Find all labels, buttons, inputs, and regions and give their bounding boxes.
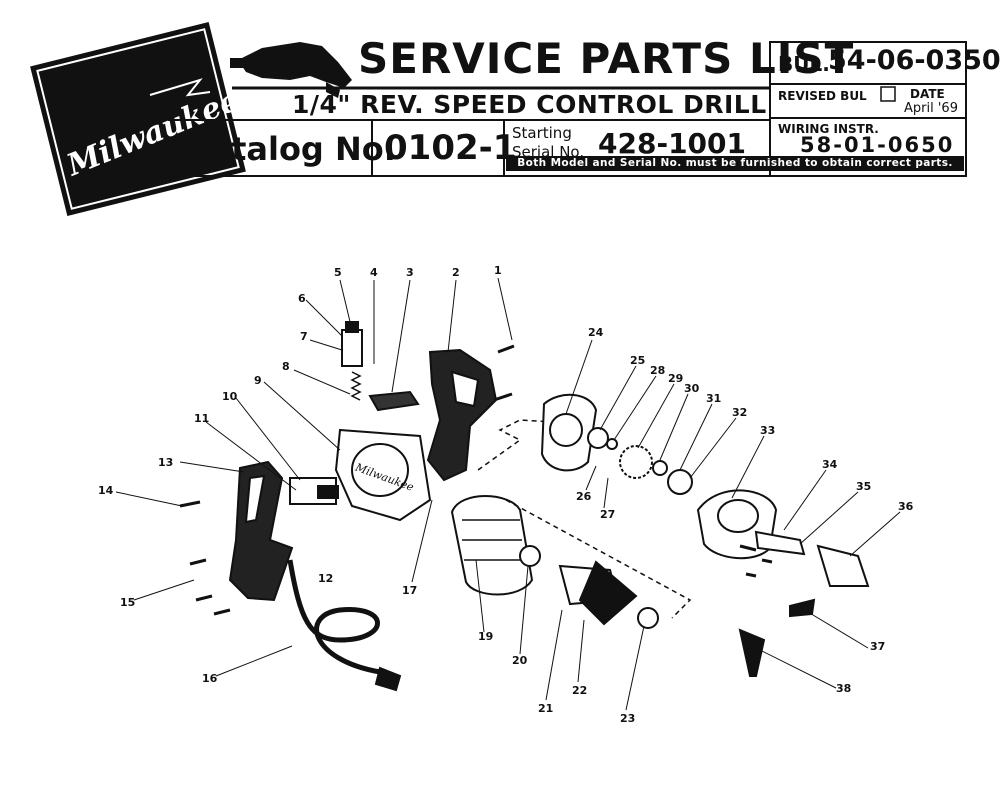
callout-20: 20 (512, 654, 528, 667)
callout-21: 21 (538, 702, 554, 715)
callout-31: 31 (706, 392, 722, 405)
callout-29: 29 (668, 372, 684, 385)
revised-bulletin-label: REVISED BUL (778, 89, 867, 103)
callout-25: 25 (630, 354, 646, 367)
wiring-instructions-number: 58-01-0650 (800, 133, 955, 157)
callout-35: 35 (856, 480, 872, 493)
callout-27: 27 (600, 508, 616, 521)
wiring-instructions-label: WIRING INSTR. (778, 122, 879, 136)
callout-12: 12 (318, 572, 334, 585)
callout-30: 30 (684, 382, 700, 395)
callout-9: 9 (254, 374, 262, 387)
callout-11: 11 (194, 412, 210, 425)
callout-13: 13 (158, 456, 174, 469)
product-subtitle: 1/4" REV. SPEED CONTROL DRILL (292, 90, 767, 119)
callout-3: 3 (406, 266, 414, 279)
notice-bar: Both Model and Serial No. must be furnis… (506, 156, 964, 171)
starting-label: Starting (512, 124, 572, 142)
revised-checkbox (880, 86, 896, 102)
callout-32: 32 (732, 406, 748, 419)
callout-1: 1 (494, 264, 502, 277)
serial-number: 428-1001 (598, 127, 746, 160)
callout-16: 16 (202, 672, 218, 685)
callout-23: 23 (620, 712, 636, 725)
callout-10: 10 (222, 390, 238, 403)
bulletin-label: BUL. (778, 52, 830, 76)
callout-7: 7 (300, 330, 308, 343)
callout-19: 19 (478, 630, 494, 643)
callout-22: 22 (572, 684, 588, 697)
callout-36: 36 (898, 500, 914, 513)
callout-28: 28 (650, 364, 666, 377)
callout-17: 17 (402, 584, 418, 597)
callout-8: 8 (282, 360, 290, 373)
catalog-number: 0102-1 (384, 128, 517, 168)
callout-34: 34 (822, 458, 838, 471)
document-title: SERVICE PARTS LIST (358, 34, 855, 83)
callout-14: 14 (98, 484, 114, 497)
callout-38: 38 (836, 682, 852, 695)
callout-33: 33 (760, 424, 776, 437)
callout-37: 37 (870, 640, 886, 653)
callout-6: 6 (298, 292, 306, 305)
date-label: DATE (910, 87, 945, 101)
callout-26: 26 (576, 490, 592, 503)
milwaukee-logo: Milwaukee (30, 22, 246, 216)
callout-2: 2 (452, 266, 460, 279)
callout-24: 24 (588, 326, 604, 339)
lightning-bolt-icon (149, 78, 211, 97)
callout-5: 5 (334, 266, 342, 279)
callout-15: 15 (120, 596, 136, 609)
drill-header-illustration (230, 42, 352, 98)
catalog-label: Catalog No. (186, 130, 396, 168)
date-value: April '69 (904, 101, 958, 116)
callout-4: 4 (370, 266, 378, 279)
bulletin-number: 54-06-0350 (828, 45, 1000, 76)
